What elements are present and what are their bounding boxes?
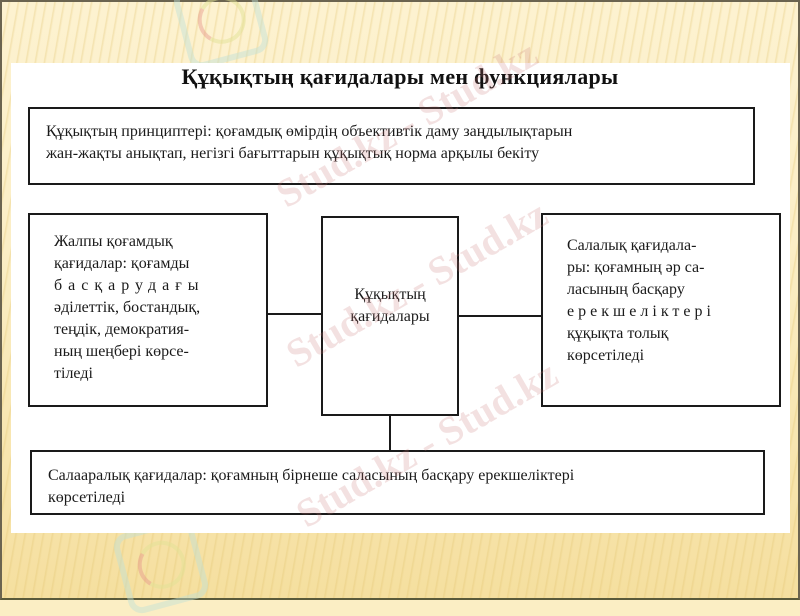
sectoral-rules-line-1: Салалық қағидала- <box>567 237 697 254</box>
center-text-line-2: қағидалары <box>350 308 430 325</box>
sectoral-rules-box: Салалық қағидала- ры: қоғамның әр са- ла… <box>541 213 781 407</box>
principles-text-line-1: Құқықтың принциптері: қоғамдық өмірдің о… <box>46 123 573 140</box>
slide-content-area <box>11 63 790 533</box>
sectoral-rules-line-2: ры: қоғамның әр са- <box>567 259 705 276</box>
principles-text-line-2: жан-жақты анықтап, негізгі бағыттарын құ… <box>46 145 540 162</box>
general-rules-line-7: тіледі <box>54 365 93 382</box>
connector-center-to-right <box>459 315 541 317</box>
general-rules-line-4: әділеттік, бостандық, <box>54 299 201 316</box>
general-rules-line-3: басқарудағы <box>54 277 205 294</box>
general-social-rules-box: Жалпы қоғамдық қағидалар: қоғамды басқар… <box>28 213 268 407</box>
center-text-line-1: Құқықтың <box>354 286 426 303</box>
principles-box: Құқықтың принциптері: қоғамдық өмірдің о… <box>28 107 755 185</box>
connector-left-to-center <box>268 313 321 315</box>
slide-title: Құқықтың қағидалары мен функциялары <box>181 64 619 89</box>
intersectoral-rules-box: Салааралық қағидалар: қоғамның бірнеше с… <box>30 450 765 515</box>
general-rules-line-2: қағидалар: қоғамды <box>54 255 190 272</box>
general-rules-line-6: ның шеңбері көрсе- <box>54 343 189 360</box>
sectoral-rules-line-5: құқықта толық <box>567 325 669 342</box>
connector-center-to-bottom <box>389 416 391 450</box>
intersectoral-text-line-1: Салааралық қағидалар: қоғамның бірнеше с… <box>48 467 575 484</box>
general-rules-line-1: Жалпы қоғамдық <box>54 233 173 250</box>
sectoral-rules-line-3: ласының басқару <box>567 281 685 298</box>
legal-principles-center-box: Құқықтың қағидалары <box>321 216 459 416</box>
sectoral-rules-line-4: ерекшеліктері <box>567 303 715 320</box>
general-rules-line-5: теңдік, демократия- <box>54 321 190 338</box>
sectoral-rules-line-6: көрсетіледі <box>567 347 645 364</box>
intersectoral-text-line-2: көрсетіледі <box>48 489 126 506</box>
